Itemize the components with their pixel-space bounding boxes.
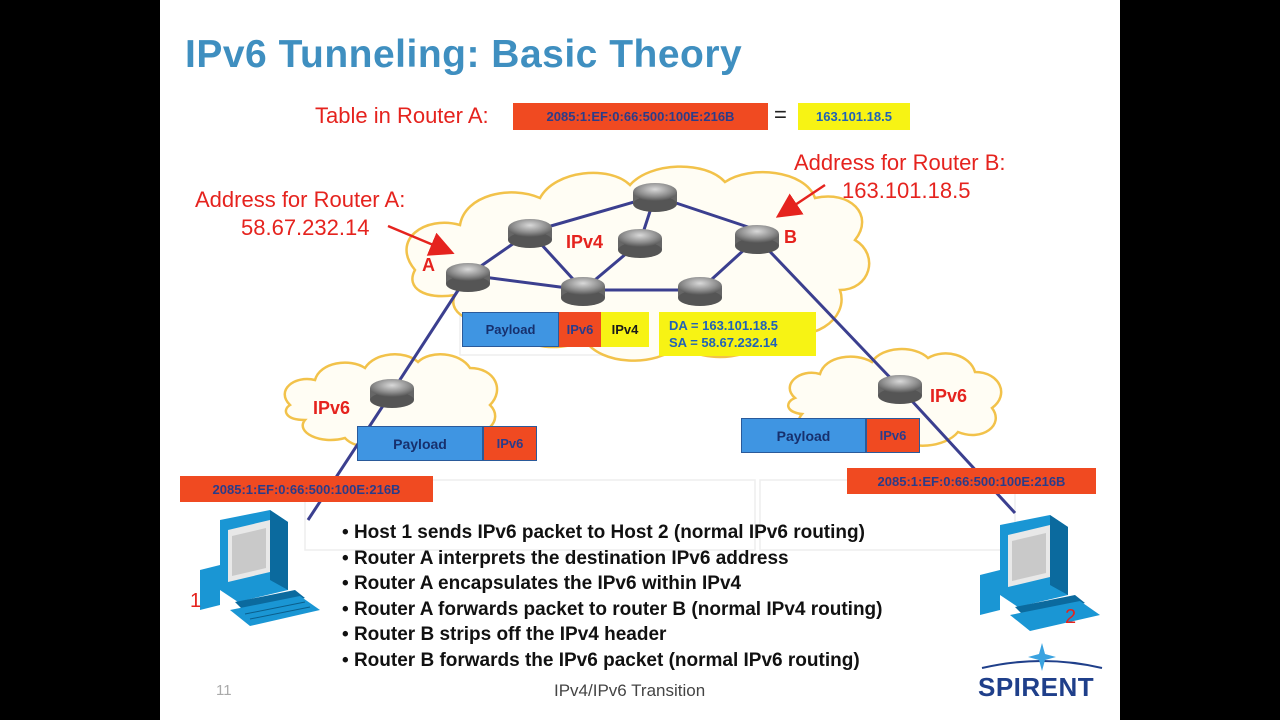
- right-packet-payload: Payload: [741, 418, 866, 453]
- tunnel-packet-payload: Payload: [462, 312, 559, 347]
- list-item: Host 1 sends IPv6 packet to Host 2 (norm…: [342, 520, 882, 546]
- router-a-address: 58.67.232.14: [241, 215, 370, 240]
- left-packet-payload: Payload: [357, 426, 483, 461]
- tunnel-packet-ipv4-header: IPv4: [601, 312, 649, 347]
- spirent-logo-text: SPIRENT: [978, 672, 1095, 702]
- source-address: SA = 58.67.232.14: [669, 335, 778, 350]
- router: [618, 229, 662, 258]
- ipv4-cloud-label: IPv4: [566, 232, 604, 252]
- router-a: [446, 263, 490, 292]
- left-packet-ipv6-header: IPv6: [483, 426, 537, 461]
- host-1-computer-icon: [200, 510, 320, 626]
- host-1-number: 1: [190, 590, 202, 612]
- arrow-to-router-a: [387, 224, 455, 256]
- router: [561, 277, 605, 306]
- right-packet-ipv6-header: IPv6: [866, 418, 920, 453]
- tunnel-packet-ipv6-header: IPv6: [559, 312, 601, 347]
- router-b-address: 163.101.18.5: [842, 178, 971, 203]
- router-b-address-label: Address for Router B:: [794, 150, 1006, 175]
- arrow-to-router-b: [775, 183, 826, 218]
- slide-title: IPv6 Tunneling: Basic Theory: [185, 33, 743, 76]
- router: [633, 183, 677, 212]
- router-ipv6-left: [370, 379, 414, 408]
- router: [508, 219, 552, 248]
- host-2-ipv6-address: 2085:1:EF:0:66:500:100E:216B: [847, 468, 1096, 494]
- list-item: Router B forwards the IPv6 packet (norma…: [342, 648, 882, 674]
- router-ipv6-right: [878, 375, 922, 404]
- ipv6-left-cloud-label: IPv6: [313, 398, 351, 418]
- router-b-letter: B: [784, 227, 797, 247]
- page-number: 11: [216, 682, 232, 699]
- slide: IPv6 Tunneling: Basic Theory Table in Ro…: [160, 0, 1120, 720]
- host-1-ipv6-address: 2085:1:EF:0:66:500:100E:216B: [180, 476, 433, 502]
- list-item: Router B strips off the IPv4 header: [342, 622, 882, 648]
- network-diagram: [200, 165, 1100, 631]
- table-label: Table in Router A:: [315, 103, 489, 128]
- footer-title: IPv4/IPv6 Transition: [554, 681, 706, 700]
- router-a-address-label: Address for Router A:: [195, 187, 406, 212]
- table-ipv6-address: 2085:1:EF:0:66:500:100E:216B: [513, 103, 768, 130]
- table-ipv4-address: 163.101.18.5: [798, 103, 910, 130]
- list-item: Router A interprets the destination IPv6…: [342, 546, 882, 572]
- spirent-logo: SPIRENT: [972, 640, 1112, 702]
- list-item: Router A forwards packet to router B (no…: [342, 597, 883, 623]
- router: [678, 277, 722, 306]
- host-2-computer-icon: [980, 515, 1100, 631]
- destination-address: DA = 163.101.18.5: [669, 318, 779, 333]
- list-item: Router A encapsulates the IPv6 within IP…: [342, 571, 882, 597]
- equals-sign: =: [774, 102, 787, 127]
- host-2-number: 2: [1065, 606, 1077, 628]
- ipv6-right-cloud-label: IPv6: [930, 386, 968, 406]
- da-sa-box: DA = 163.101.18.5 SA = 58.67.232.14: [659, 312, 816, 356]
- router-a-letter: A: [422, 255, 435, 275]
- spirent-star-icon: [981, 643, 1103, 671]
- router-b: [735, 225, 779, 254]
- steps-list: Host 1 sends IPv6 packet to Host 2 (norm…: [342, 520, 883, 674]
